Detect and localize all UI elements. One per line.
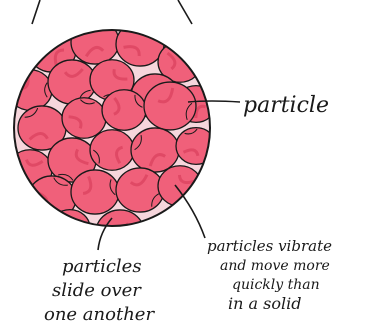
particle-blob [102, 90, 146, 130]
label-vibrate-line-4: in a solid [228, 294, 301, 313]
particle-blob [116, 168, 164, 212]
label-particle: particle [243, 93, 329, 118]
particle-blob [90, 130, 134, 170]
particle-blob [71, 20, 119, 64]
particle-blob [158, 166, 202, 206]
particle-blob [144, 82, 196, 130]
label-slide-line-2: slide over [52, 280, 142, 301]
container-line-left [32, 0, 40, 24]
container-line-right [178, 0, 192, 24]
particle-blob [62, 98, 106, 138]
pointer-line-particle [188, 101, 240, 102]
particle-blob [48, 60, 96, 104]
label-slide-line-3: one another [44, 304, 155, 325]
label-vibrate-line-2: and move more [220, 258, 330, 274]
particle-blob [50, 210, 90, 247]
label-vibrate-line-3: quickly than [232, 277, 320, 293]
label-slide-line-1: particles [62, 256, 142, 277]
particle-blob [116, 22, 164, 66]
label-vibrate-line-1: particles vibrate [207, 237, 332, 255]
particle-blob [131, 128, 179, 172]
particle-blob [71, 170, 119, 214]
